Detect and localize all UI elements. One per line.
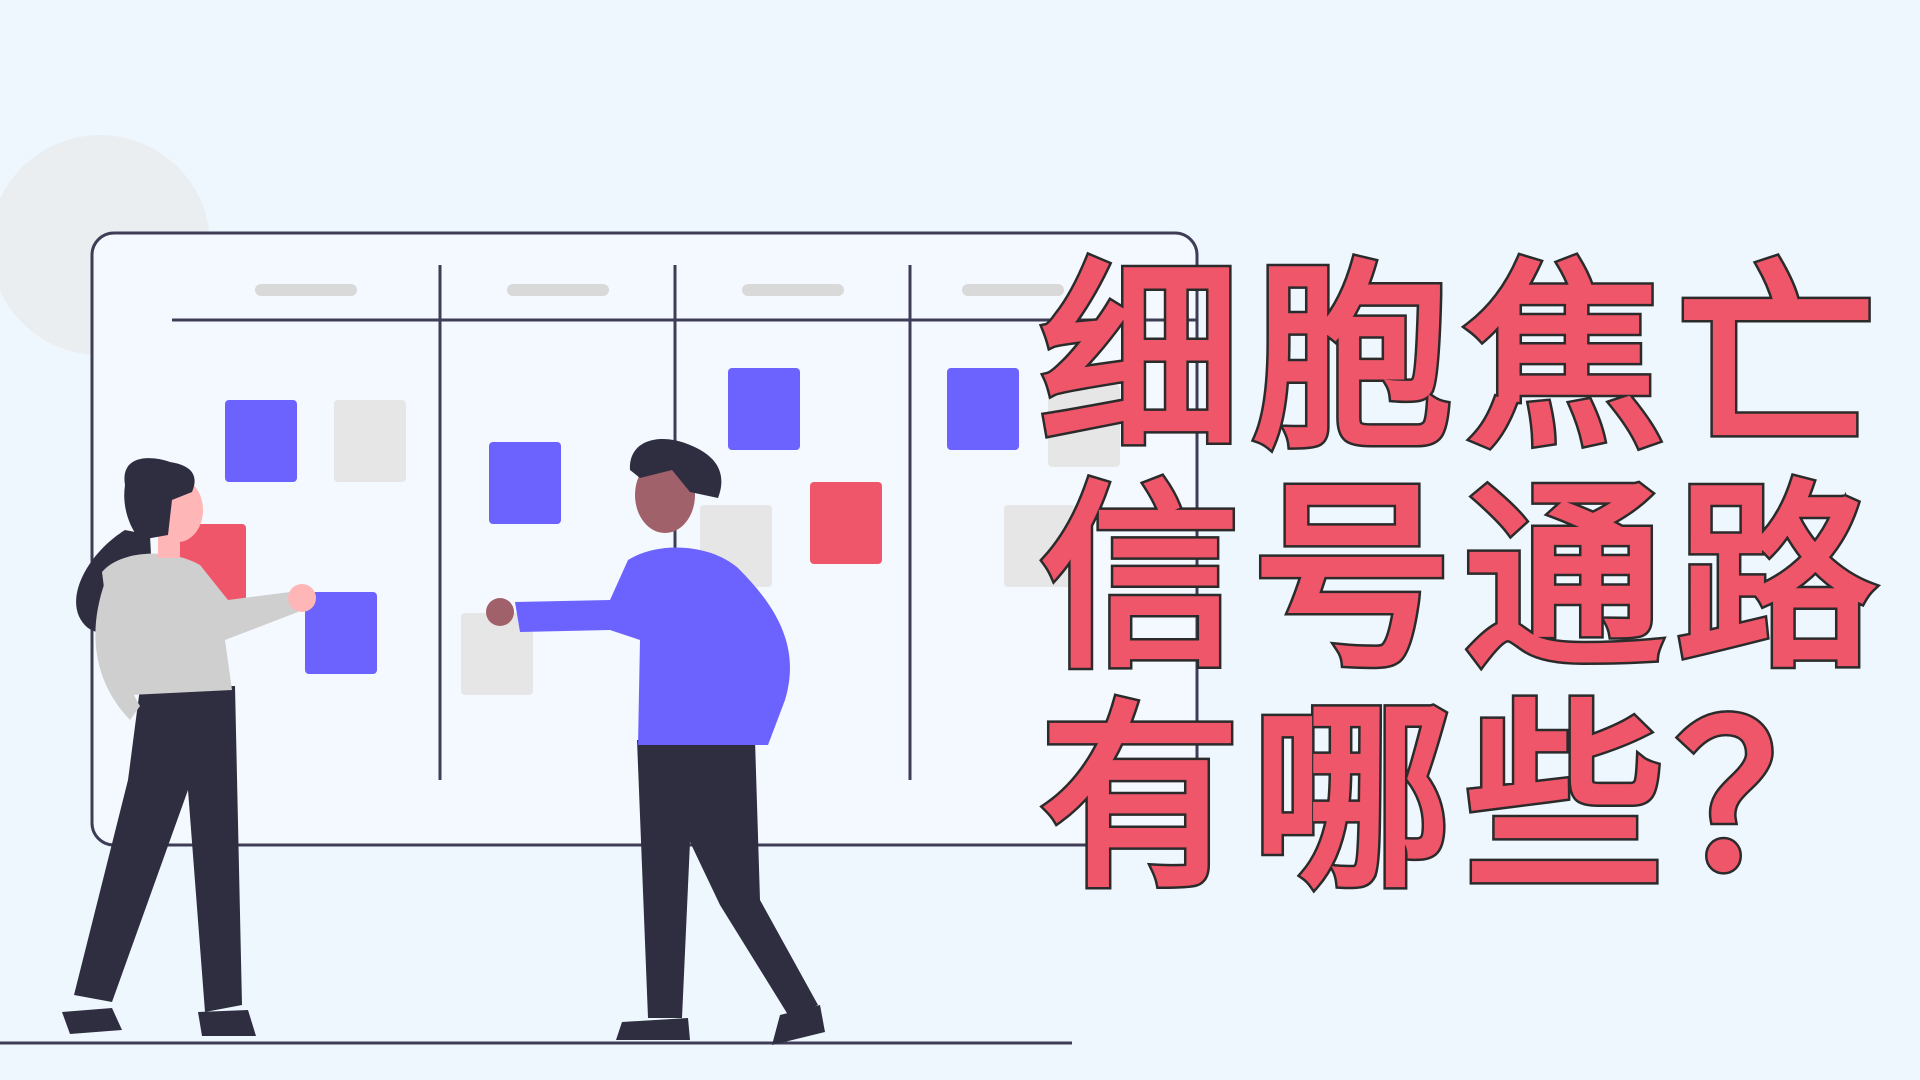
woman-shoe (62, 1008, 122, 1034)
woman-figure (62, 458, 316, 1036)
woman-shoe (198, 1010, 256, 1036)
woman-top (102, 553, 298, 695)
column-header-bar (507, 284, 609, 296)
column-header-bar (962, 284, 1064, 296)
sticky-card-gray (1004, 505, 1076, 587)
man-pants (637, 740, 818, 1018)
column-header-bar (255, 284, 357, 296)
sticky-card-purple (305, 592, 377, 674)
man-shoe (772, 1005, 825, 1045)
sticky-card-gray (334, 400, 406, 482)
woman-arm (95, 582, 140, 720)
man-sweater (515, 547, 790, 745)
headline-line: 细胞焦亡 (1038, 243, 1889, 476)
column-header-bar (742, 284, 844, 296)
sticky-card-gray (461, 613, 533, 695)
headline-line: 有哪些？ (1038, 683, 1889, 916)
kanban-board (90, 231, 1199, 847)
man-shoe (616, 1018, 690, 1040)
woman-hair (124, 458, 195, 540)
man-figure (486, 438, 825, 1045)
sticky-card-purple (225, 400, 297, 482)
woman-pants (74, 686, 242, 1012)
sticky-card-gray (1048, 385, 1120, 467)
man-hand (486, 598, 514, 626)
man-hair (629, 438, 722, 498)
sticky-card-pink (810, 482, 882, 564)
sticky-card-purple (728, 368, 800, 450)
sticky-card-purple (947, 368, 1019, 450)
sticky-card-purple (489, 442, 561, 524)
headline-line: 信号通路 (1038, 463, 1889, 696)
headline-title: 细胞焦亡 信号通路 有哪些？ (1038, 243, 1920, 916)
woman-hand (288, 584, 316, 612)
